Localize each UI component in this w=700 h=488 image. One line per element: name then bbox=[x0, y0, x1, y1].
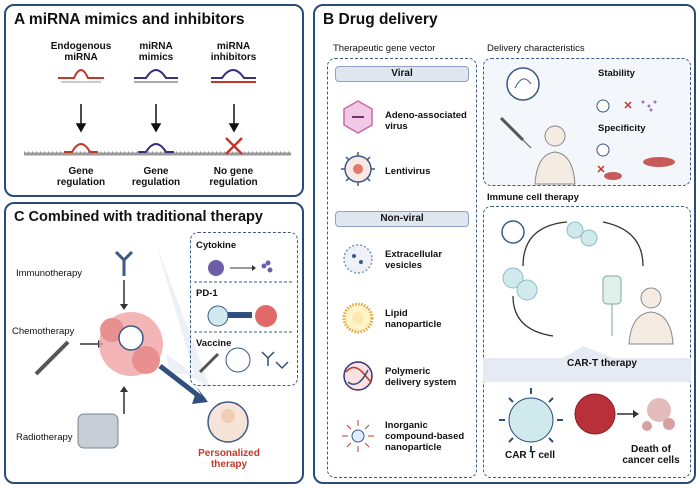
vector-icons bbox=[341, 100, 375, 452]
chemotherapy-label: Chemotherapy bbox=[12, 326, 75, 337]
panel-a-title: A miRNA mimics and inhibitors bbox=[14, 11, 245, 28]
lipid-nanoparticle-icon bbox=[342, 302, 374, 334]
polymeric-label: Polymeric delivery system bbox=[385, 366, 457, 388]
vial-icon-2 bbox=[501, 220, 525, 244]
mirna-inhibitors-label: miRNA inhibitors bbox=[210, 41, 257, 63]
bound-mirna-icon bbox=[64, 143, 98, 153]
personalized-therapy-label: Personalized therapy bbox=[198, 448, 260, 470]
tumor-icon bbox=[99, 312, 163, 376]
specificity-particle-icon bbox=[596, 143, 610, 157]
t-cell-icon bbox=[502, 221, 598, 301]
vaccine-label: Vaccine bbox=[196, 338, 232, 349]
extracellular-vesicle-icon bbox=[343, 244, 373, 274]
car-t-cell-label: CAR T cell bbox=[504, 450, 555, 461]
t-cell-inset-icon bbox=[207, 305, 229, 327]
syringe-icon bbox=[499, 116, 532, 149]
patient-face-icon bbox=[207, 401, 249, 443]
delivery-header: Delivery characteristics bbox=[487, 43, 585, 54]
lentivirus-label: Lentivirus bbox=[385, 166, 431, 177]
lnp-label: Lipid nanoparticle bbox=[385, 308, 442, 330]
vector-box bbox=[327, 58, 477, 478]
panel-c-diagram bbox=[34, 244, 249, 449]
panel-b-title: B Drug delivery bbox=[323, 11, 438, 28]
target-tissue-icon bbox=[643, 157, 675, 167]
blocked-cross-icon bbox=[225, 137, 243, 155]
chemo-syringe-icon bbox=[34, 340, 70, 376]
death-cancer-label: Death of cancer cells bbox=[622, 444, 680, 466]
inorganic-nanoparticle-icon bbox=[342, 420, 374, 452]
iv-bag-icon bbox=[602, 275, 622, 336]
panel-c-title: C Combined with traditional therapy bbox=[14, 209, 263, 225]
panel-a-diagram bbox=[24, 69, 291, 156]
immunotherapy-label: Immunotherapy bbox=[16, 268, 83, 279]
dead-cell-icon bbox=[642, 398, 675, 431]
cytokine-label: Cytokine bbox=[196, 240, 237, 251]
inorganic-label: Inorganic compound-based nanoparticle bbox=[385, 420, 465, 453]
radiotherapy-label: Radiotherapy bbox=[16, 432, 73, 443]
patient-silhouette-icon bbox=[628, 287, 674, 345]
no-gene-regulation-label: No gene regulation bbox=[209, 166, 258, 188]
cytokine-cell-icon bbox=[208, 260, 224, 276]
stability-particle-icon bbox=[596, 99, 610, 113]
vial-icon bbox=[506, 67, 540, 101]
tumor-cell-inset-icon bbox=[255, 305, 277, 327]
bound-mimic-icon bbox=[138, 143, 174, 153]
mirna-mimic-icon bbox=[134, 69, 178, 83]
endogenous-mirna-icon bbox=[58, 69, 104, 83]
immune-icons bbox=[483, 220, 691, 452]
panel-a: A miRNA mimics and inhibitors Endogenous… bbox=[4, 4, 304, 197]
cancer-cell-icon bbox=[574, 393, 616, 435]
viral-category: Viral bbox=[335, 66, 469, 82]
inset-box bbox=[190, 232, 298, 386]
vaccine-cell-icon bbox=[225, 347, 251, 373]
vector-header: Therapeutic gene vector bbox=[333, 43, 436, 54]
specificity-label: Specificity bbox=[598, 123, 646, 134]
panel-b: B Drug delivery Therapeutic gene vector … bbox=[313, 4, 696, 484]
pd1-label: PD-1 bbox=[196, 288, 218, 299]
delivery-icons bbox=[499, 67, 675, 185]
lentivirus-icon bbox=[341, 152, 375, 186]
immune-header: Immune cell therapy bbox=[487, 192, 579, 203]
aav-label: Adeno-associated virus bbox=[385, 110, 467, 132]
endogenous-mirna-label: Endogenous miRNA bbox=[50, 41, 112, 63]
gene-regulation-label-1: Gene regulation bbox=[56, 166, 106, 188]
mirna-mimics-label: miRNA mimics bbox=[138, 41, 174, 63]
ev-label: Extracellular vesicles bbox=[385, 249, 443, 271]
car-t-cell-icon bbox=[499, 388, 563, 452]
polymeric-system-icon bbox=[343, 361, 373, 391]
panel-c: C Combined with traditional therapy Immu… bbox=[4, 202, 304, 484]
antibody-icon bbox=[114, 250, 134, 276]
gene-regulation-label-2: Gene regulation bbox=[131, 166, 181, 188]
immune-box bbox=[483, 206, 691, 478]
cart-therapy-label: CAR-T therapy bbox=[566, 358, 637, 369]
radiotherapy-machine-icon bbox=[77, 413, 119, 449]
human-silhouette-icon bbox=[534, 125, 576, 185]
nonviral-category: Non-viral bbox=[335, 211, 469, 227]
inset-icons bbox=[194, 260, 294, 374]
mirna-inhibitor-icon bbox=[211, 69, 256, 83]
stability-label: Stability bbox=[598, 68, 635, 79]
